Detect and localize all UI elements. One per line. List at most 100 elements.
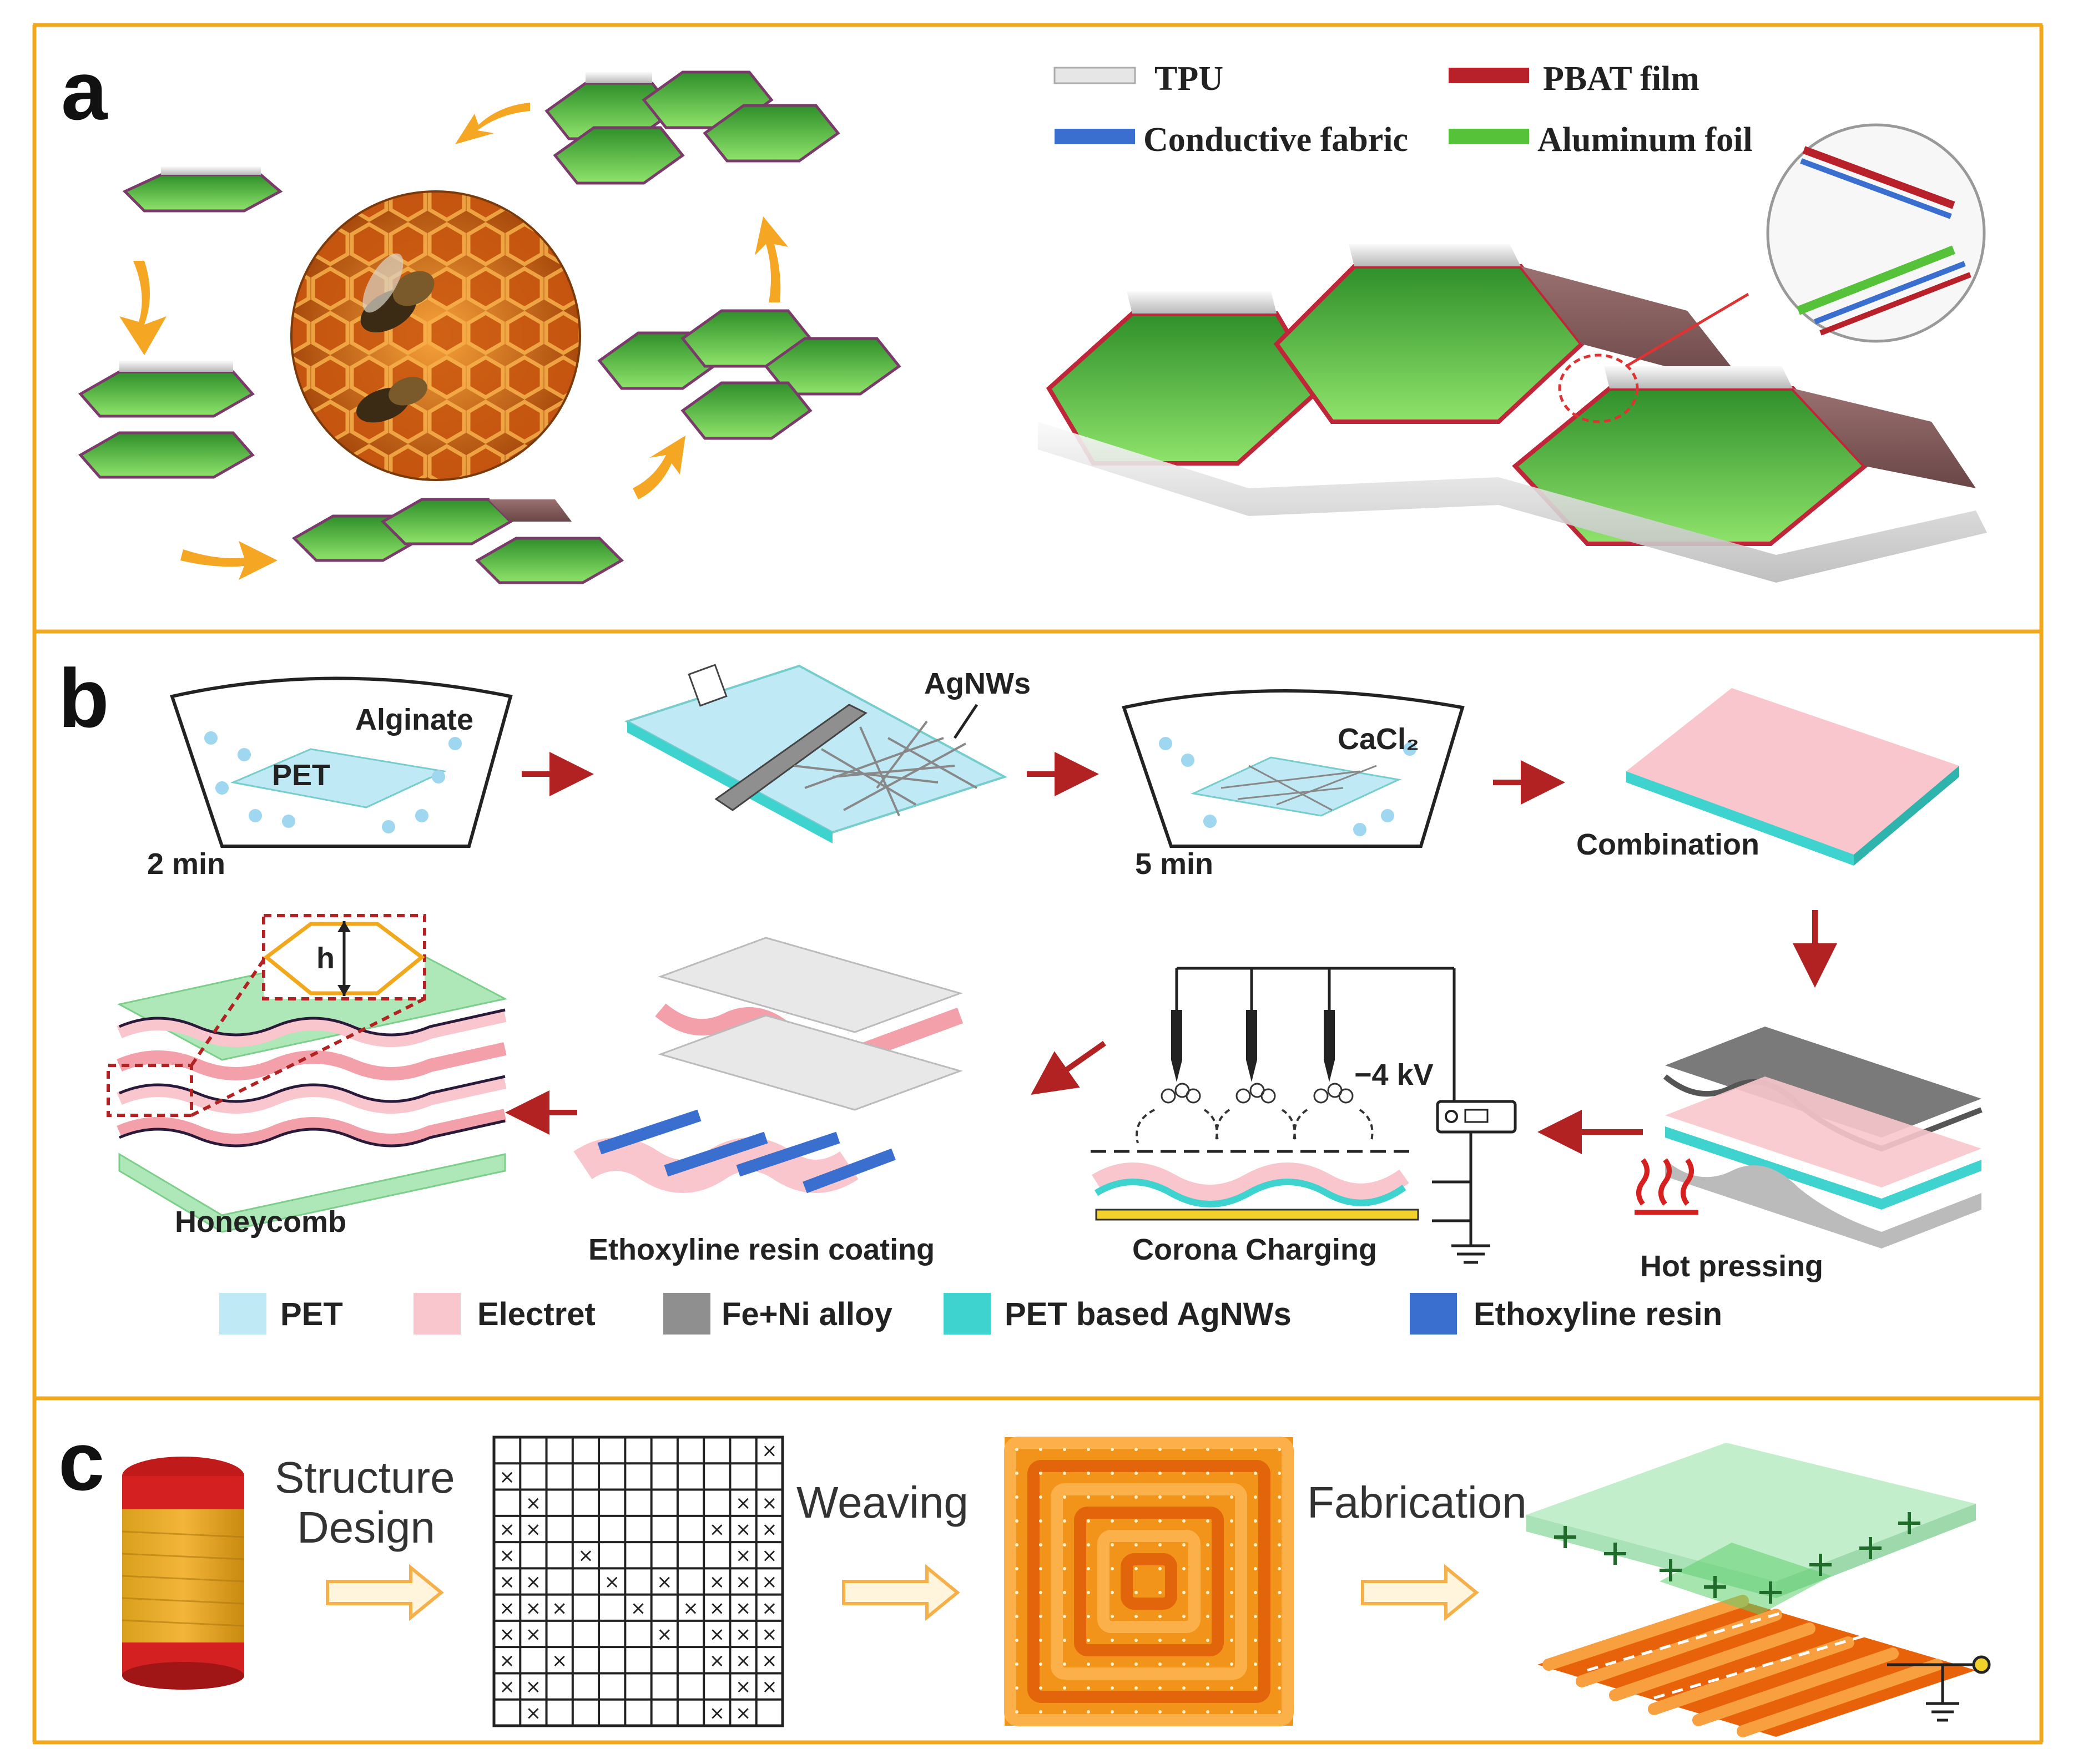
needle-electrodes <box>1171 1010 1335 1082</box>
weave-dot <box>1134 1495 1138 1499</box>
weave-ring <box>1004 1437 1294 1726</box>
grid-mark: × <box>735 1650 752 1672</box>
weave-dot <box>1111 1567 1114 1570</box>
weave-dot <box>1134 1615 1138 1618</box>
weave-dot <box>1111 1519 1114 1523</box>
plus-charge-icons <box>1554 1512 1920 1604</box>
weave-dot <box>1015 1448 1018 1451</box>
grid-mark: × <box>709 1597 725 1619</box>
weave-dot <box>1182 1495 1186 1499</box>
large-honeycomb-structure <box>1038 123 1987 583</box>
arrow-up-right-icon <box>633 436 685 499</box>
weave-dot <box>1278 1686 1281 1690</box>
weave-dot <box>1230 1519 1233 1523</box>
weave-dot <box>1158 1591 1162 1594</box>
weave-dot <box>1182 1591 1186 1594</box>
weave-dot <box>1063 1519 1066 1523</box>
weave-dot <box>1254 1519 1257 1523</box>
weave-dot <box>1134 1543 1138 1546</box>
honeycomb-layers: h Honeycomb <box>107 914 508 1239</box>
grid-mark: × <box>683 1597 699 1619</box>
weave-dot <box>1230 1448 1233 1451</box>
weave-dot <box>1087 1495 1090 1499</box>
weave-dot <box>1278 1472 1281 1475</box>
weave-dot <box>1206 1543 1209 1546</box>
weave-dot <box>1278 1710 1281 1714</box>
weave-dot <box>1182 1710 1186 1714</box>
legend-label: Electret <box>477 1296 596 1332</box>
weave-dot <box>1039 1639 1042 1642</box>
weave-dot <box>1182 1519 1186 1523</box>
grid-mark: × <box>657 1571 673 1593</box>
weave-dot <box>1158 1662 1162 1666</box>
weave-dot <box>1111 1615 1114 1618</box>
weave-dot <box>1063 1448 1066 1451</box>
time-label-5min: 5 min <box>1135 847 1213 881</box>
zoom-detail-circle <box>1766 123 1986 343</box>
grid-mark: × <box>526 1624 542 1646</box>
grid-mark: × <box>526 1518 542 1540</box>
legend-item-tpu: TPU <box>1053 60 1223 98</box>
weave-dot <box>1278 1662 1281 1666</box>
agnws-coating: AgNWs <box>624 664 1031 843</box>
weave-dot <box>1063 1686 1066 1690</box>
grid-mark: × <box>526 1571 542 1593</box>
weave-dot <box>1230 1495 1233 1499</box>
weave-dot <box>1134 1662 1138 1666</box>
fabricated-device <box>1526 1443 1991 1737</box>
weave-dot <box>1158 1495 1162 1499</box>
grid-mark: × <box>709 1518 725 1540</box>
grid-mark: × <box>761 1650 778 1672</box>
weave-ring <box>1051 1483 1247 1680</box>
grid-mark: × <box>761 1492 778 1514</box>
grid-mark: × <box>604 1571 620 1593</box>
arrow-up-icon <box>755 216 788 302</box>
legend-item-pbat: PBAT film <box>1449 60 1699 98</box>
grid-mark: × <box>735 1676 752 1698</box>
zoom-inset-h: h <box>262 914 426 1000</box>
arrow-right-icon <box>180 541 278 580</box>
grid-mark: × <box>735 1518 752 1540</box>
weave-dot <box>1039 1448 1042 1451</box>
weave-dot <box>1254 1710 1257 1714</box>
grid-mark: × <box>499 1571 515 1593</box>
weave-dot <box>1087 1448 1090 1451</box>
weave-dot <box>1254 1472 1257 1475</box>
ground-icon <box>1887 1655 1991 1722</box>
weave-dot <box>1230 1543 1233 1546</box>
weave-dot <box>1015 1543 1018 1546</box>
weave-dot <box>1230 1567 1233 1570</box>
cell-double <box>78 361 255 479</box>
time-label-2min: 2 min <box>147 847 225 881</box>
weave-dot <box>1158 1639 1162 1642</box>
panel-a-legend: TPU PBAT film Conductive fabric Aluminum… <box>1053 60 1753 159</box>
bee-icon <box>356 253 435 423</box>
legend-label: Aluminum foil <box>1537 121 1753 159</box>
grid-mark: × <box>709 1624 725 1646</box>
weave-dot <box>1254 1567 1257 1570</box>
grid-mark: × <box>552 1597 568 1619</box>
weave-dot <box>1206 1567 1209 1570</box>
arrow-down-icon <box>119 261 167 355</box>
weave-dot <box>1206 1686 1209 1690</box>
cacl2-label: CaCl₂ <box>1338 722 1419 756</box>
legend-item-electret: Electret <box>413 1293 596 1335</box>
resin-coating-stack: Ethoxyline resin coating <box>573 937 964 1266</box>
grid-mark: × <box>499 1597 515 1619</box>
weave-dot <box>1158 1567 1162 1570</box>
panel-b-letter: b <box>58 651 109 745</box>
honeycomb-photo <box>290 190 581 481</box>
alginate-label: Alginate <box>355 703 473 736</box>
hollow-arrow-icon <box>1361 1564 1479 1621</box>
yarn-bobbin-icon <box>122 1457 245 1690</box>
panel-a: a <box>61 44 1987 584</box>
weave-dot <box>1230 1472 1233 1475</box>
grid-mark: × <box>631 1597 647 1619</box>
legend-label: TPU <box>1154 60 1223 98</box>
weave-dot <box>1158 1686 1162 1690</box>
weave-dot <box>1063 1710 1066 1714</box>
weave-dot <box>1134 1686 1138 1690</box>
legend-item-conductive-fabric: Conductive fabric <box>1055 121 1408 159</box>
arrow-down-left-icon <box>1031 1040 1106 1095</box>
weave-dot <box>1015 1686 1018 1690</box>
